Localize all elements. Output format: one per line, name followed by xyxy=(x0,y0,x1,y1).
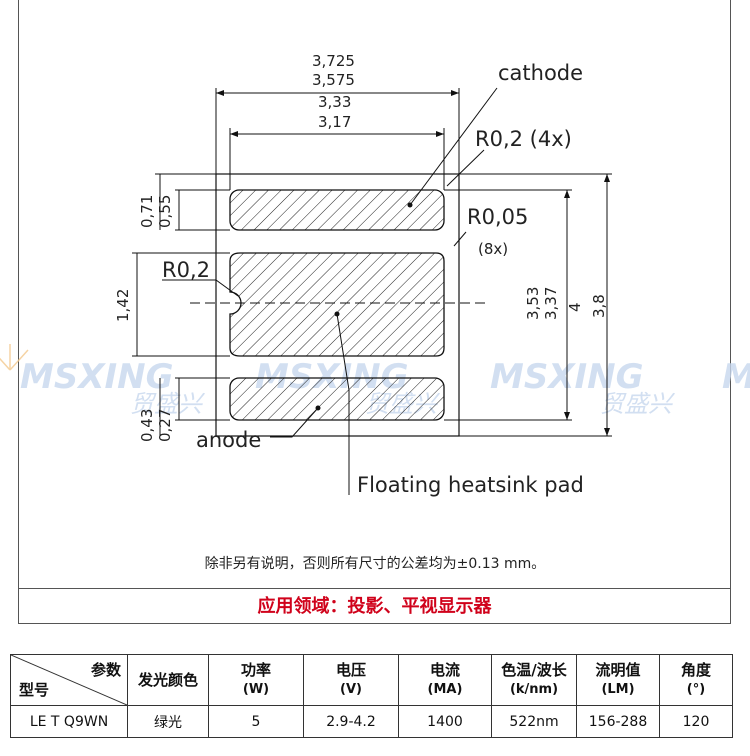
cell-color: 绿光 xyxy=(127,705,209,738)
spec-table-header-row: 参数 型号 发光颜色 功率(W) 电压(V) 电流(MA) 色温/波长(k/nm… xyxy=(10,654,733,706)
cell-wavelength: 522nm xyxy=(491,705,577,738)
dim-top-pad: 0,55 xyxy=(156,195,174,228)
left-dimensions xyxy=(132,173,230,436)
dim-height-body: 3,8 xyxy=(590,294,608,318)
watermark-brand-edge: M xyxy=(722,357,750,397)
header-current: 电流(MA) xyxy=(398,654,492,706)
header-angle: 角度(°) xyxy=(659,654,733,706)
cell-lumen: 156-288 xyxy=(576,705,660,738)
spec-table: 参数 型号 发光颜色 功率(W) 电压(V) 电流(MA) 色温/波长(k/nm… xyxy=(10,654,733,738)
watermark-cn-left: 贸盛兴 xyxy=(130,390,206,418)
table-row: LE T Q9WN 绿光 5 2.9-4.2 1400 522nm 156-28… xyxy=(10,705,733,738)
dim-bottom-pad-outer: 0,43 xyxy=(138,409,156,442)
cell-voltage: 2.9-4.2 xyxy=(303,705,399,738)
dim-width-pad: 3,17 xyxy=(318,113,351,131)
dim-height-pad: 3,37 xyxy=(542,287,560,320)
dim-width-body: 3,575 xyxy=(312,71,355,89)
watermark-brand-left: MSXING xyxy=(20,357,174,397)
tolerance-note: 除非另有说明，否则所有尺寸的公差均为±0.13 mm。 xyxy=(204,556,546,572)
anode-pad xyxy=(229,377,445,421)
corner-header-model: 型号 xyxy=(19,681,50,699)
technical-drawing: MSXING 贸盛兴 MSXING 贸盛兴 MSXING 贸盛兴 M 3,725… xyxy=(0,52,750,497)
header-color: 发光颜色 xyxy=(127,654,209,706)
application-field: 应用领域：投影、平视显示器 xyxy=(18,588,731,624)
label-heatsink: Floating heatsink pad xyxy=(357,473,584,497)
dim-top-pad-outer: 0,71 xyxy=(138,195,156,228)
watermark-cn-right: 贸盛兴 xyxy=(600,390,676,418)
corner-header-cell: 参数 型号 xyxy=(10,654,128,706)
cathode-pad xyxy=(229,189,445,231)
label-radius-small-count: (8x) xyxy=(478,240,508,258)
dim-bottom-pad: 0,27 xyxy=(156,409,174,442)
heatsink-pad xyxy=(229,252,445,357)
label-radius-corners: R0,2 (4x) xyxy=(475,127,572,151)
dim-mid-pad: 1,42 xyxy=(114,289,132,322)
header-voltage: 电压(V) xyxy=(303,654,399,706)
cell-power: 5 xyxy=(208,705,304,738)
dim-width-outer: 3,725 xyxy=(312,52,355,70)
leader-lines xyxy=(162,87,498,495)
corner-header-param: 参数 xyxy=(90,661,121,679)
right-dimensions xyxy=(444,173,612,437)
drawing-frame xyxy=(18,0,731,624)
label-radius-notch: R0,2 xyxy=(162,258,210,282)
label-cathode: cathode xyxy=(498,61,583,85)
label-anode: anode xyxy=(196,428,261,452)
header-power: 功率(W) xyxy=(208,654,304,706)
package-outline xyxy=(215,173,460,437)
cell-current: 1400 xyxy=(398,705,492,738)
dim-width-pad-outer: 3,33 xyxy=(318,93,351,111)
dim-height-pad-outer: 3,53 xyxy=(524,287,542,320)
header-lumen: 流明值(LM) xyxy=(576,654,660,706)
header-wavelength: 色温/波长(k/nm) xyxy=(491,654,577,706)
cell-angle: 120 xyxy=(659,705,733,738)
dim-height-outer: 4 xyxy=(566,302,584,312)
label-radius-small: R0,05 xyxy=(467,205,528,229)
diagonal-divider xyxy=(11,655,127,705)
cell-model: LE T Q9WN xyxy=(10,705,128,738)
watermark-sun-icon xyxy=(0,344,29,371)
